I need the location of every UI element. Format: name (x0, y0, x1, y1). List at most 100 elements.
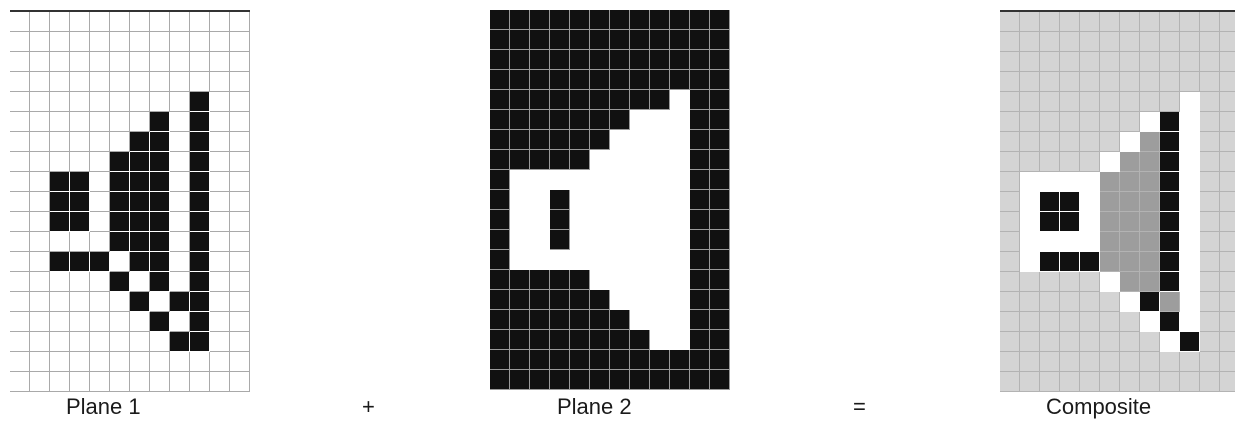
plane1-cell (70, 52, 90, 72)
composite-cell (1080, 132, 1100, 152)
plane2-cell (570, 50, 590, 70)
composite-cell (1160, 152, 1180, 172)
plane2-cell (650, 230, 670, 250)
composite-cell (1120, 252, 1140, 272)
plane1-cell (150, 152, 170, 172)
composite-cell (1120, 292, 1140, 312)
composite-cell (1180, 272, 1200, 292)
composite-cell (1200, 232, 1220, 252)
composite-cell (1140, 192, 1160, 212)
composite-cell (1120, 12, 1140, 32)
plane1-cell (10, 92, 30, 112)
plane2-grid (490, 10, 730, 390)
composite-cell (1200, 292, 1220, 312)
composite-cell (1120, 272, 1140, 292)
plane1-cell (130, 232, 150, 252)
plane2-cell (690, 330, 710, 350)
plane2-cell (590, 90, 610, 110)
plane1-cell (110, 152, 130, 172)
composite-cell (1200, 332, 1220, 352)
composite-cell (1160, 112, 1180, 132)
plane2-cell (510, 290, 530, 310)
plane1-cell (10, 172, 30, 192)
plane1-cell (190, 32, 210, 52)
plane1-cell (70, 372, 90, 392)
plane1-cell (30, 352, 50, 372)
plane2-cell (610, 290, 630, 310)
composite-cell (1120, 152, 1140, 172)
composite-cell (1140, 112, 1160, 132)
plane2-cell (710, 170, 730, 190)
plane1-grid (10, 10, 250, 392)
plane1-cell (210, 12, 230, 32)
composite-cell (1100, 152, 1120, 172)
plane2-cell (690, 270, 710, 290)
composite-cell (1220, 32, 1235, 52)
composite-cell (1180, 352, 1200, 372)
plane2-cell (490, 370, 510, 390)
plane1-cell (150, 192, 170, 212)
plane1-cell (130, 52, 150, 72)
composite-cell (1200, 52, 1220, 72)
plane2-cell (590, 290, 610, 310)
composite-cell (1180, 372, 1200, 392)
composite-cell (1000, 272, 1020, 292)
plane2-cell (670, 290, 690, 310)
composite-cell (1080, 32, 1100, 52)
plane2-cell (650, 290, 670, 310)
plane1-cell (190, 372, 210, 392)
composite-cell (1100, 112, 1120, 132)
plane1-cell (110, 112, 130, 132)
plane1-cell (90, 252, 110, 272)
composite-cell (1080, 352, 1100, 372)
plane2-cell (630, 230, 650, 250)
plane1-cell (230, 352, 250, 372)
composite-cell (1080, 372, 1100, 392)
plane2-cell (490, 110, 510, 130)
plane1-cell (110, 32, 130, 52)
composite-cell (1140, 52, 1160, 72)
plane2-cell (590, 370, 610, 390)
composite-cell (1140, 292, 1160, 312)
plane2-cell (630, 30, 650, 50)
composite-cell (1180, 152, 1200, 172)
plane1-cell (210, 312, 230, 332)
composite-cell (1120, 72, 1140, 92)
composite-cell (1220, 292, 1235, 312)
composite-cell (1040, 132, 1060, 152)
plane1-cell (30, 32, 50, 52)
plane2-cell (570, 130, 590, 150)
composite-cell (1180, 92, 1200, 112)
composite-cell (1080, 232, 1100, 252)
plane1-cell (210, 152, 230, 172)
composite-cell (1200, 152, 1220, 172)
plane1-cell (110, 332, 130, 352)
composite-cell (1040, 312, 1060, 332)
plane1-cell (230, 232, 250, 252)
plane1-cell (90, 12, 110, 32)
composite-cell (1100, 232, 1120, 252)
composite-cell (1200, 12, 1220, 32)
composite-cell (1160, 232, 1180, 252)
composite-cell (1080, 92, 1100, 112)
plane2-cell (710, 310, 730, 330)
plane1-cell (190, 272, 210, 292)
plane2-cell (630, 90, 650, 110)
composite-cell (1100, 212, 1120, 232)
composite-cell (1000, 292, 1020, 312)
plane1-cell (50, 72, 70, 92)
plane2-cell (630, 110, 650, 130)
plane1-cell (50, 232, 70, 252)
composite-cell (1080, 112, 1100, 132)
plane2-cell (570, 30, 590, 50)
plane2-cell (510, 350, 530, 370)
plane2-cell (630, 130, 650, 150)
plane1-cell (170, 232, 190, 252)
plane1-cell (230, 12, 250, 32)
composite-cell (1060, 272, 1080, 292)
plane1-cell (70, 32, 90, 52)
plane2-cell (690, 190, 710, 210)
plane2-cell (550, 370, 570, 390)
plane2-cell (630, 170, 650, 190)
composite-cell (1180, 212, 1200, 232)
